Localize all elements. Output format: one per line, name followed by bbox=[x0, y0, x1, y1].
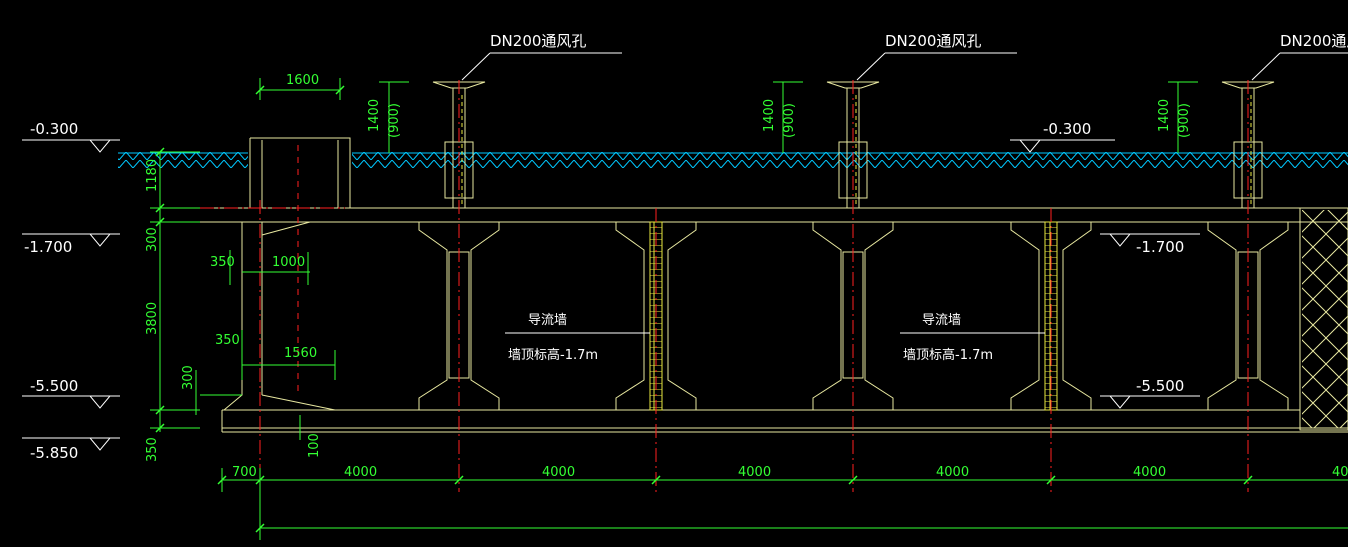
dim-300a: 300 bbox=[145, 227, 160, 252]
dim-4000-4: 4000 bbox=[936, 465, 969, 480]
column-outline bbox=[1207, 221, 1289, 411]
dimension-lines bbox=[150, 78, 1348, 540]
dim-900-1: (900) bbox=[387, 103, 402, 138]
elevation-marker-7 bbox=[1100, 395, 1200, 409]
vent-pipe-2 bbox=[773, 81, 880, 209]
vent-pipe-3 bbox=[1168, 81, 1275, 209]
vent-leaders bbox=[461, 52, 1348, 334]
dim-4000-6: 40 bbox=[1332, 465, 1348, 480]
dim-tick-1 bbox=[217, 475, 227, 485]
axis-lines bbox=[200, 80, 1249, 492]
dim-tick-9 bbox=[335, 85, 345, 95]
dim-tick-15 bbox=[255, 523, 265, 533]
column-outline bbox=[812, 221, 894, 411]
vent-cap bbox=[432, 81, 486, 89]
elevation-marker-3 bbox=[22, 395, 120, 409]
column-outline bbox=[1010, 221, 1092, 411]
elevation-marker-1 bbox=[22, 139, 120, 153]
vent-pipes bbox=[379, 81, 1275, 209]
dim-350c: 350 bbox=[145, 437, 160, 462]
elevation-7: -5.500 bbox=[1136, 377, 1184, 395]
elevation-marker-triangle bbox=[88, 139, 112, 153]
elevation-3: -5.500 bbox=[30, 377, 78, 395]
elevation-marker-triangle bbox=[1018, 139, 1042, 153]
column-outline bbox=[615, 221, 697, 411]
dim-1400-2: 1400 bbox=[762, 99, 777, 132]
dim-350a: 350 bbox=[210, 255, 235, 270]
vent-label-2: DN200通风孔 bbox=[885, 32, 981, 50]
end-wall-hatch bbox=[1302, 210, 1348, 428]
vent-label-1: DN200通风孔 bbox=[490, 32, 586, 50]
dim-900-3: (900) bbox=[1177, 103, 1192, 138]
dim-700: 700 bbox=[232, 465, 257, 480]
vent-label-3: DN200通风 bbox=[1280, 32, 1348, 50]
elevation-5: -0.300 bbox=[1043, 120, 1091, 138]
dim-1560: 1560 bbox=[284, 346, 317, 361]
guide-wall-label-2: 导流墙 bbox=[922, 313, 961, 328]
elevation-markers bbox=[22, 139, 1200, 451]
vent-cap bbox=[1221, 81, 1275, 89]
dim-tick-13 bbox=[155, 405, 165, 415]
column-outline bbox=[418, 221, 500, 411]
dim-tick-12 bbox=[155, 217, 165, 227]
dim-tick-3 bbox=[454, 475, 464, 485]
dim-1000: 1000 bbox=[272, 255, 305, 270]
dim-300b: 300 bbox=[181, 365, 196, 390]
elevation-2: -1.700 bbox=[24, 238, 72, 256]
vent-pipe-1 bbox=[379, 81, 486, 209]
elevation-marker-triangle bbox=[88, 395, 112, 409]
dim-4000-5: 4000 bbox=[1133, 465, 1166, 480]
dim-4000-1: 4000 bbox=[344, 465, 377, 480]
dim-1400-3: 1400 bbox=[1157, 99, 1172, 132]
dim-350b: 350 bbox=[215, 333, 240, 348]
elevation-marker-4 bbox=[22, 437, 120, 451]
dim-tick-5 bbox=[848, 475, 858, 485]
guide-wall-label-1: 导流墙 bbox=[528, 313, 567, 328]
elevation-marker-6 bbox=[1100, 233, 1200, 247]
elevation-1: -0.300 bbox=[30, 120, 78, 138]
elevation-marker-triangle bbox=[1108, 395, 1132, 409]
dim-tick-2 bbox=[255, 475, 265, 485]
elevation-marker-triangle bbox=[88, 437, 112, 451]
dim-900-2: (900) bbox=[782, 103, 797, 138]
dim-4000-3: 4000 bbox=[738, 465, 771, 480]
elevation-6: -1.700 bbox=[1136, 238, 1184, 256]
wall-top-label-2: 墙顶标高-1.7m bbox=[903, 347, 993, 363]
dim-tick-6 bbox=[1046, 475, 1056, 485]
dim-1180: 1180 bbox=[145, 159, 160, 192]
elevation-4: -5.850 bbox=[30, 444, 78, 462]
dim-1600: 1600 bbox=[286, 73, 319, 88]
dim-tick-14 bbox=[155, 423, 165, 433]
dim-3800: 3800 bbox=[145, 302, 160, 335]
dim-tick-7 bbox=[1243, 475, 1253, 485]
dim-1400-1: 1400 bbox=[367, 99, 382, 132]
elevation-marker-5 bbox=[1010, 139, 1115, 153]
ground-surface bbox=[118, 152, 1348, 168]
dimension-ticks bbox=[155, 85, 1253, 533]
wall-top-label-1: 墙顶标高-1.7m bbox=[508, 347, 598, 363]
elevation-marker-2 bbox=[22, 233, 120, 247]
vent-cap bbox=[826, 81, 880, 89]
elevation-marker-triangle bbox=[1108, 233, 1132, 247]
dim-tick-10 bbox=[155, 147, 165, 157]
dim-4000-2: 4000 bbox=[542, 465, 575, 480]
dim-tick-4 bbox=[651, 475, 661, 485]
dim-tick-11 bbox=[155, 203, 165, 213]
elevation-marker-triangle bbox=[88, 233, 112, 247]
dim-tick-8 bbox=[255, 85, 265, 95]
dim-100: 100 bbox=[307, 433, 322, 458]
